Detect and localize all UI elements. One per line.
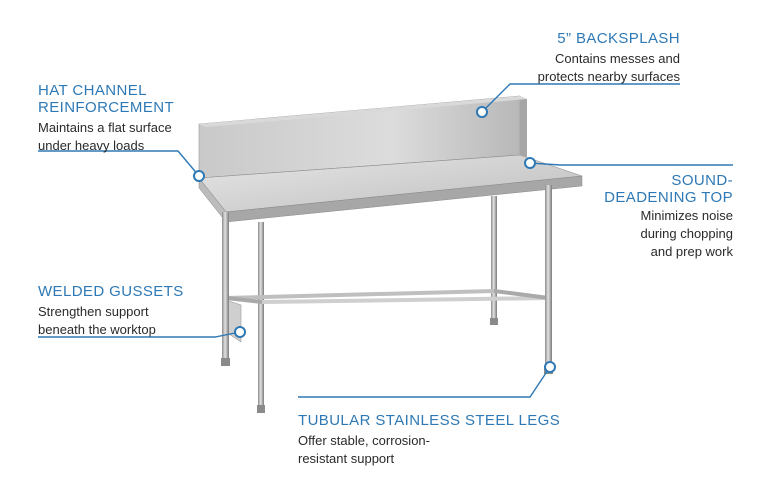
leader-hat-channel [38, 150, 200, 177]
callout-description: Strengthen support beneath the worktop [38, 304, 156, 337]
leader-welded-gussets [38, 331, 241, 338]
callout-description: Maintains a flat surface under heavy loa… [38, 120, 172, 153]
callout-description: Minimizes noise during chopping and prep… [640, 208, 733, 259]
callout-title: 5” BACKSPLASH [557, 30, 680, 47]
marker-legs [544, 361, 556, 373]
marker-sound-deadening [524, 157, 536, 169]
crossbars [226, 289, 549, 304]
leader-legs [298, 366, 551, 398]
callout-description: Contains messes and protects nearby surf… [537, 51, 680, 84]
callout-description: Offer stable, corrosion- resistant suppo… [298, 433, 430, 466]
callout-title: HAT CHANNEL REINFORCEMENT [38, 82, 175, 116]
callout-markers [193, 106, 556, 373]
marker-hat-channel [193, 170, 205, 182]
callout-hat-channel: HAT CHANNEL REINFORCEMENT Maintains a fl… [38, 82, 238, 155]
backsplash-shape [198, 95, 527, 179]
callout-title: TUBULAR STAINLESS STEEL LEGS [298, 412, 561, 429]
marker-welded-gussets [234, 326, 246, 338]
callout-title: SOUND- DEADENING TOP [604, 172, 733, 206]
leader-sound-deadening [529, 162, 733, 166]
callout-sound-deadening: SOUND- DEADENING TOP Minimizes noise dur… [573, 172, 733, 261]
marker-backsplash [476, 106, 488, 118]
leader-lines [38, 83, 733, 398]
callout-legs: TUBULAR STAINLESS STEEL LEGS Offer stabl… [298, 412, 598, 468]
leader-backsplash [481, 83, 680, 113]
callout-backsplash: 5” BACKSPLASH Contains messes and protec… [460, 30, 680, 86]
callout-title: WELDED GUSSETS [38, 283, 184, 300]
callout-welded-gussets: WELDED GUSSETS Strengthen support beneat… [38, 283, 238, 339]
back-legs [257, 196, 498, 413]
worktop-shape [198, 154, 583, 223]
